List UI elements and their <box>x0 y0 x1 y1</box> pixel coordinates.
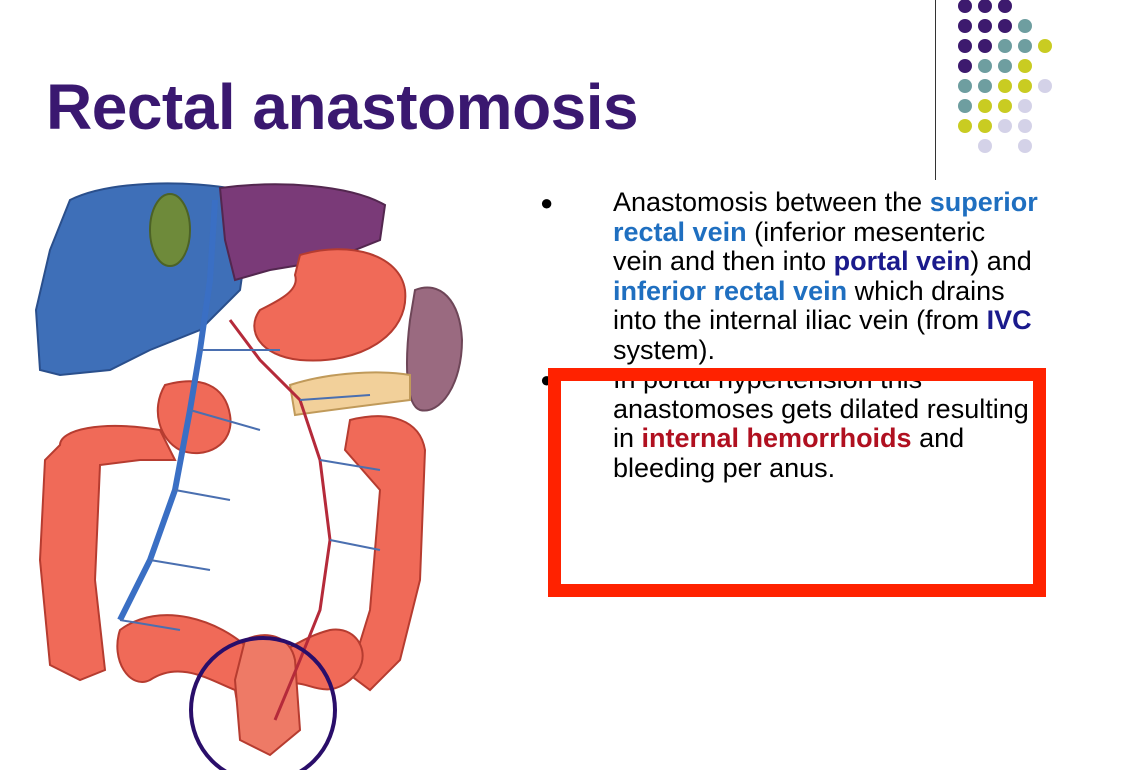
decorative-dot <box>1018 39 1032 53</box>
bullet-segment: Anastomosis between the <box>613 187 930 217</box>
decorative-dot <box>998 19 1012 33</box>
decorative-dot <box>958 19 972 33</box>
decorative-dot <box>978 99 992 113</box>
decorative-dot <box>958 0 972 13</box>
decorative-dot <box>978 139 992 153</box>
liver <box>34 182 252 377</box>
decorative-divider <box>935 0 936 180</box>
bullet-segment: system). <box>613 334 716 365</box>
decorative-dot <box>1038 79 1052 93</box>
bullet-segment: IVC <box>986 305 1032 335</box>
rectal-region-circle <box>189 636 337 770</box>
spleen <box>406 286 464 412</box>
decorative-dot <box>1018 139 1032 153</box>
decorative-dot <box>998 0 1012 13</box>
rectum <box>233 634 302 757</box>
bullet-segment: which drains into the internal iliac vei… <box>613 275 1005 335</box>
bullet-list: ● Anastomosis between the superior recta… <box>540 187 1040 483</box>
decorative-dot <box>958 59 972 73</box>
decorative-dot <box>978 79 992 93</box>
decorative-dot <box>978 0 992 13</box>
decorative-dot <box>1018 79 1032 93</box>
vein-branches <box>119 349 381 631</box>
decorative-dot <box>998 39 1012 53</box>
gallbladder <box>149 193 191 267</box>
bullet-text: Anastomosis between the superior rectal … <box>613 187 1040 365</box>
duodenum <box>156 380 232 455</box>
decorative-dot <box>1018 99 1032 113</box>
bullet-segment: superior rectal vein <box>613 187 1038 247</box>
decorative-dot-grid <box>958 0 1052 153</box>
bullet-segment: and bleeding per anus. <box>613 423 965 483</box>
decorative-dot <box>958 79 972 93</box>
bullet-text: In portal hypertension this anastomoses … <box>613 364 1040 483</box>
decorative-dot <box>958 39 972 53</box>
decorative-dot <box>1018 119 1032 133</box>
decorative-dot <box>998 119 1012 133</box>
decorative-dot <box>998 99 1012 113</box>
anatomy-illustration <box>34 182 464 770</box>
decorative-dot <box>978 39 992 53</box>
bullet-marker: ● <box>540 367 554 392</box>
bullet-item: ● Anastomosis between the superior recta… <box>540 187 1040 365</box>
decorative-dot <box>958 99 972 113</box>
decorative-dot <box>998 79 1012 93</box>
bullet-segment: portal vein <box>833 246 971 276</box>
stomach <box>253 248 407 362</box>
colon <box>38 424 177 682</box>
bullet-marker: ● <box>540 190 554 215</box>
decorative-dot <box>1018 59 1032 73</box>
decorative-dot <box>958 119 972 133</box>
bullet-segment: ) and <box>970 246 1032 276</box>
slide-title: Rectal anastomosis <box>46 71 639 143</box>
decorative-dot <box>978 119 992 133</box>
bullet-segment: internal hemorrhoids <box>641 423 912 453</box>
bullet-segment: (inferior mesenteric vein and then into <box>613 216 986 276</box>
decorative-dot <box>998 59 1012 73</box>
pancreas <box>288 371 411 417</box>
decorative-dot <box>1018 19 1032 33</box>
bullet-segment: inferior rectal vein <box>613 275 848 306</box>
bullet-item: ● In portal hypertension this anastomose… <box>540 364 1040 483</box>
decorative-dot <box>1038 39 1052 53</box>
decorative-dot <box>978 19 992 33</box>
decorative-dot <box>978 59 992 73</box>
